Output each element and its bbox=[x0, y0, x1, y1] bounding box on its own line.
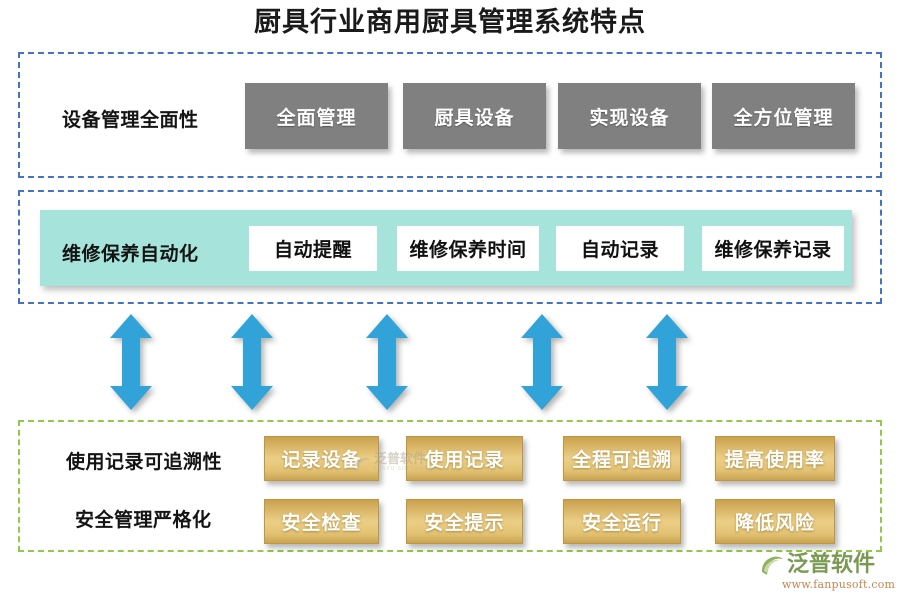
page-title: 厨具行业商用厨具管理系统特点 bbox=[254, 7, 646, 38]
section-label-maintenance-automation: 维修保养自动化 bbox=[62, 243, 199, 265]
section-traceability-safety-frame bbox=[18, 420, 882, 552]
chip-gray-2[interactable]: 厨具设备 bbox=[403, 83, 546, 149]
section-label-usage-traceability: 使用记录可追溯性 bbox=[66, 451, 223, 473]
chip-white-2[interactable]: 维修保养时间 bbox=[397, 226, 539, 271]
chip-gold-a2[interactable]: 使用记录 bbox=[406, 436, 523, 481]
section-label-safety-management: 安全管理严格化 bbox=[75, 509, 212, 531]
double-arrow-icon-5 bbox=[646, 314, 688, 410]
fanpu-swirl-logo-icon bbox=[761, 556, 783, 575]
chip-gray-4[interactable]: 全方位管理 bbox=[712, 83, 855, 149]
chip-gold-b1[interactable]: 安全检查 bbox=[264, 499, 379, 544]
chip-white-1[interactable]: 自动提醒 bbox=[249, 226, 377, 271]
double-arrow-icon-4 bbox=[521, 314, 563, 410]
chip-white-3[interactable]: 自动记录 bbox=[556, 226, 684, 271]
chip-gray-1[interactable]: 全面管理 bbox=[245, 83, 388, 149]
chip-gold-b3[interactable]: 安全运行 bbox=[563, 499, 681, 544]
brand-url: www.fanpusoft.com bbox=[782, 578, 896, 591]
brand-name: 泛普软件 bbox=[787, 552, 876, 577]
section-label-equipment-management: 设备管理全面性 bbox=[62, 109, 199, 131]
double-arrow-icon-3 bbox=[366, 314, 408, 410]
section-equipment-management-frame bbox=[18, 52, 882, 178]
chip-gold-b2[interactable]: 安全提示 bbox=[406, 499, 523, 544]
chip-white-4[interactable]: 维修保养记录 bbox=[702, 226, 844, 271]
chip-gold-a3[interactable]: 全程可追溯 bbox=[563, 436, 681, 481]
chip-gold-a1[interactable]: 记录设备 bbox=[264, 436, 379, 481]
chip-gold-b4[interactable]: 降低风险 bbox=[715, 499, 835, 544]
section-maintenance-automation-frame bbox=[18, 190, 882, 304]
brand-logo: 泛普软件 www.fanpusoft.com bbox=[760, 552, 896, 596]
chip-gray-3[interactable]: 实现设备 bbox=[558, 83, 701, 149]
chip-gold-a4[interactable]: 提高使用率 bbox=[715, 436, 835, 481]
double-arrow-icon-1 bbox=[110, 314, 152, 410]
double-arrow-icon-2 bbox=[231, 314, 273, 410]
